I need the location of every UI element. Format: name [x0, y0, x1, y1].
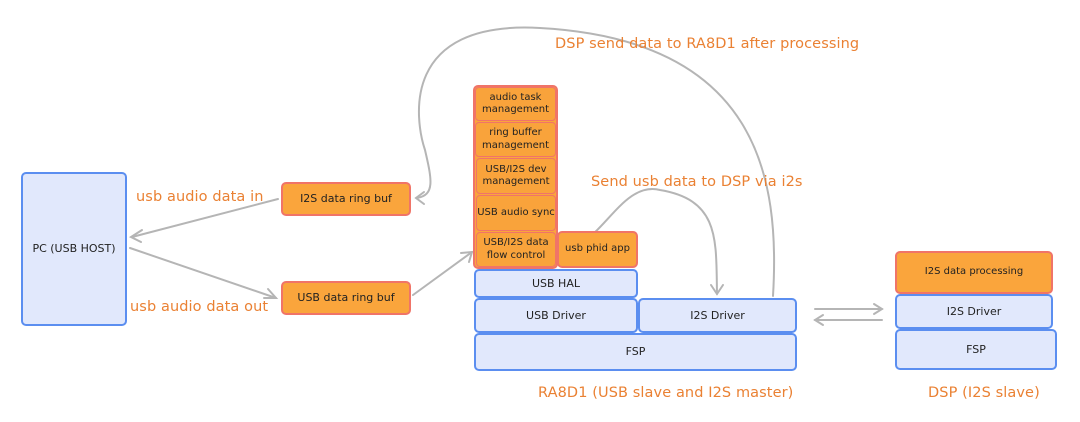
app-ring-buffer-management-label: ring buffer management	[482, 127, 549, 151]
app-usb-i2s-data-flow-control: USB/I2S data flow control	[476, 232, 556, 267]
dsp-i2s-data-processing: I2S data processing	[895, 251, 1053, 294]
dsp-fsp: FSP	[895, 329, 1057, 370]
dsp-i2s-data-processing-label: I2S data processing	[924, 266, 1024, 278]
label-send-to-dsp: Send usb data to DSP via i2s	[591, 174, 803, 190]
ra8d1-usb-driver-label: USB Driver	[526, 308, 586, 322]
arrowhead-dsp-to-ra8d1	[813, 314, 824, 326]
app-audio-task-management-label: audio task management	[482, 91, 549, 116]
arrow-ring-to-flow	[412, 251, 473, 296]
caption-dsp: DSP (I2S slave)	[928, 385, 1040, 401]
app-usb-audio-sync: USB audio sync	[476, 195, 556, 231]
arrow-audio-out	[129, 247, 277, 299]
ra8d1-i2s-driver-label: I2S Driver	[690, 308, 745, 322]
arrowhead-dsp-send-back	[414, 191, 425, 205]
usb-data-ring-buf: USB data ring buf	[281, 281, 411, 315]
dsp-fsp-label: FSP	[966, 342, 986, 356]
usb-data-ring-buf-label: USB data ring buf	[297, 291, 395, 305]
usb-phid-app: usb phid app	[557, 231, 638, 268]
app-usb-audio-sync-label: USB audio sync	[477, 206, 555, 218]
pc-usb-host-box: PC (USB HOST)	[21, 172, 127, 326]
arrowhead-ring-to-flow	[460, 250, 474, 263]
ra8d1-usb-hal: USB HAL	[474, 269, 638, 298]
arrow-dsp-send-back	[416, 26, 776, 297]
app-usb-i2s-dev-management-label: USB/I2S dev management	[482, 163, 550, 188]
arrowhead-audio-out	[263, 288, 279, 299]
usb-phid-app-label: usb phid app	[565, 243, 630, 255]
dsp-i2s-driver: I2S Driver	[895, 294, 1053, 329]
pc-usb-host-label: PC (USB HOST)	[32, 242, 116, 256]
label-usb-audio-data-out: usb audio data out	[130, 299, 269, 315]
ra8d1-fsp: FSP	[474, 333, 797, 371]
i2s-data-ring-buf: I2S data ring buf	[281, 182, 411, 216]
arrow-audio-in	[131, 198, 279, 238]
i2s-data-ring-buf-label: I2S data ring buf	[300, 192, 392, 206]
label-usb-audio-data-in: usb audio data in	[136, 189, 264, 205]
app-audio-task-management: audio task management	[475, 87, 556, 121]
app-usb-i2s-dev-management: USB/I2S dev management	[476, 158, 556, 194]
caption-ra8d1: RA8D1 (USB slave and I2S master)	[538, 385, 794, 401]
dsp-i2s-driver-label: I2S Driver	[946, 304, 1002, 318]
ra8d1-usb-hal-label: USB HAL	[531, 276, 580, 290]
arrowhead-audio-in	[128, 229, 143, 243]
ra8d1-fsp-label: FSP	[625, 345, 646, 359]
arrowhead-send-to-dsp	[710, 284, 724, 296]
ra8d1-i2s-driver: I2S Driver	[638, 298, 797, 333]
arrowhead-ra8d1-to-dsp	[873, 303, 884, 315]
app-ring-buffer-management: ring buffer management	[475, 122, 556, 157]
app-usb-i2s-data-flow-control-label: USB/I2S data flow control	[483, 237, 549, 261]
ra8d1-usb-driver: USB Driver	[474, 298, 638, 333]
label-dsp-send-back: DSP send data to RA8D1 after processing	[555, 36, 860, 52]
